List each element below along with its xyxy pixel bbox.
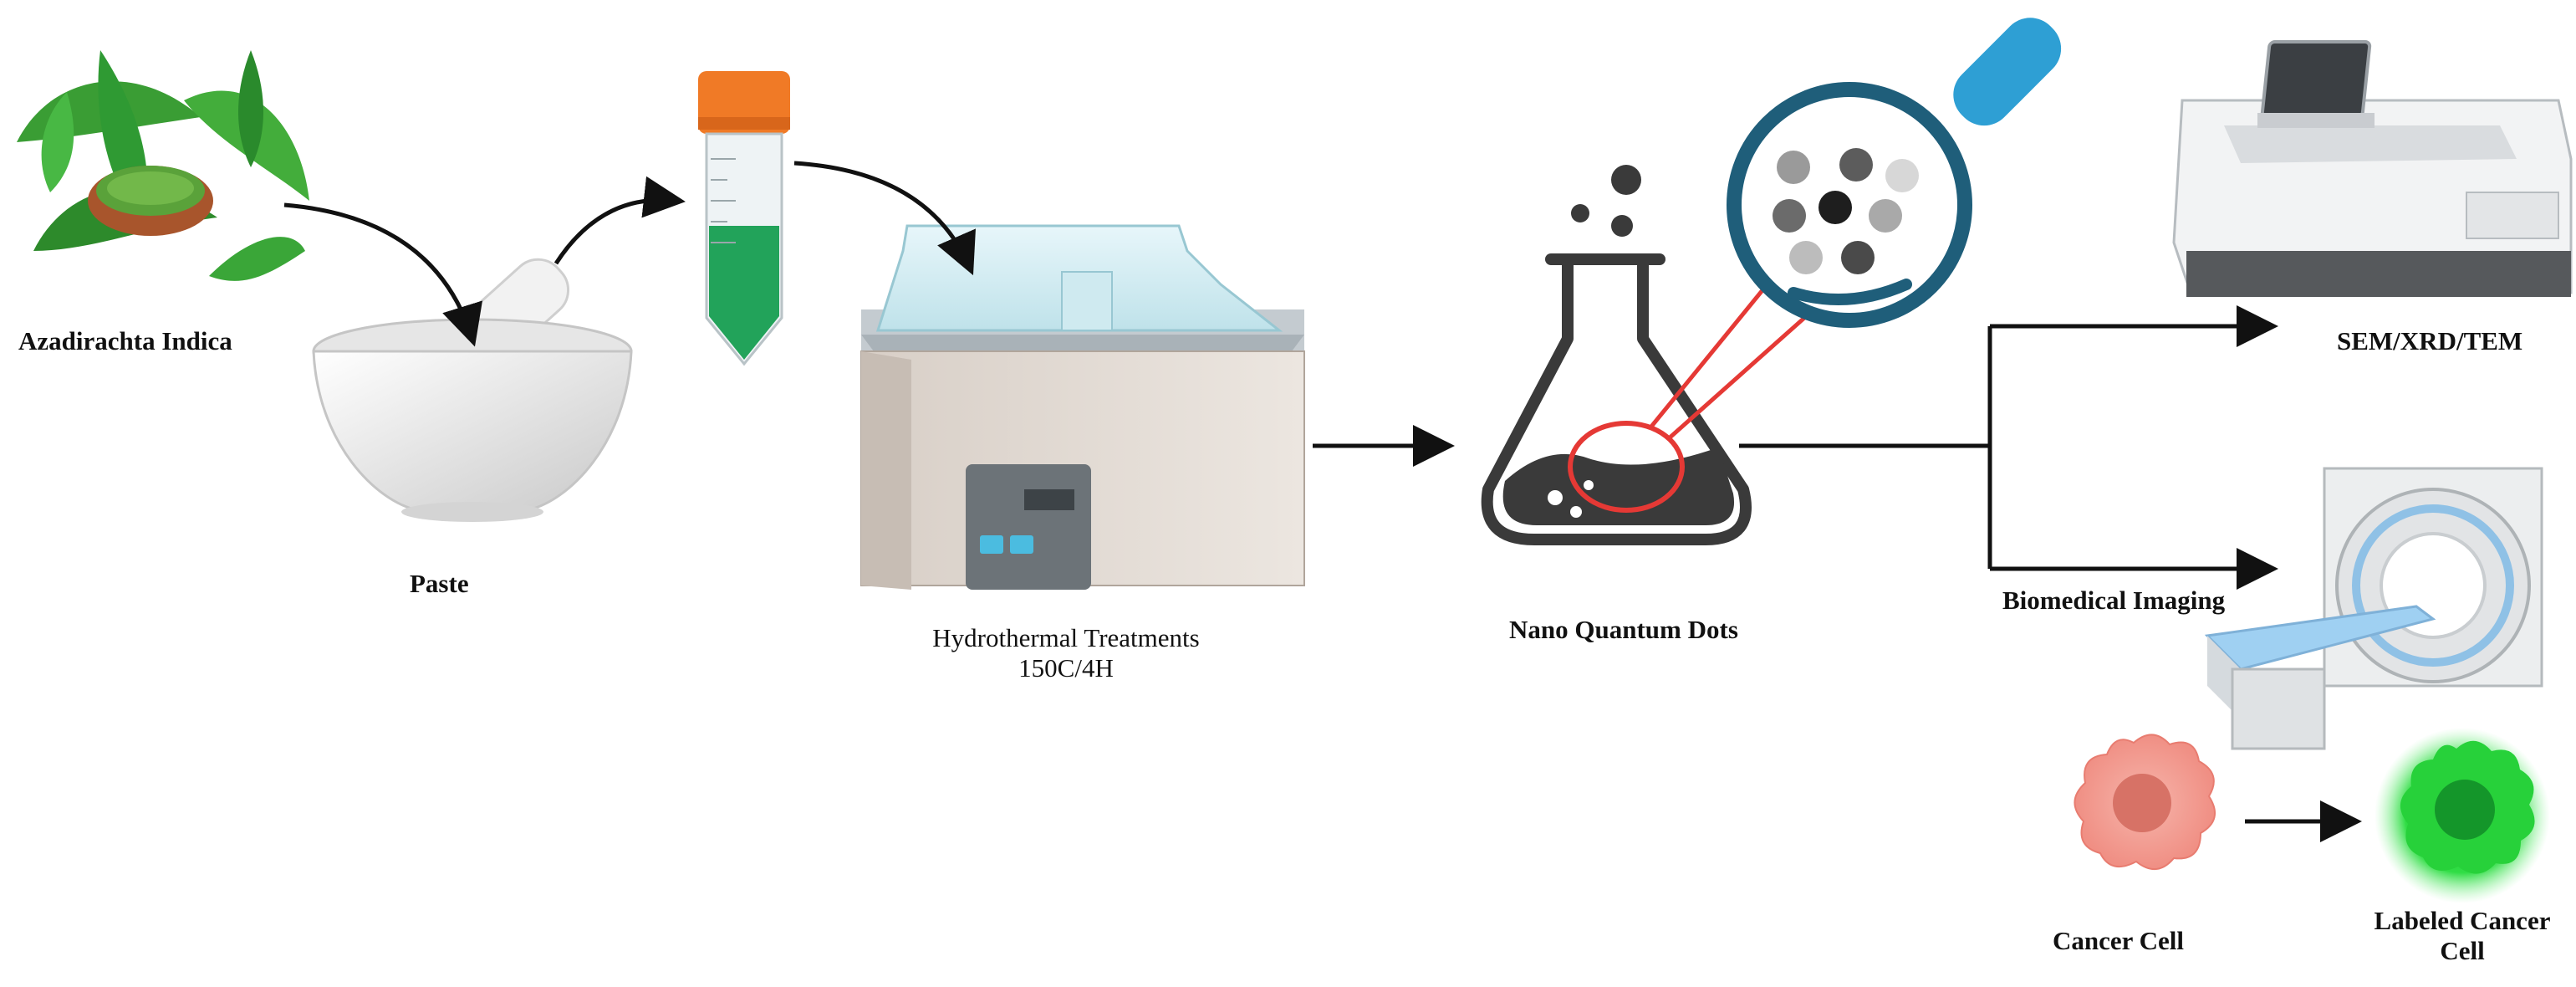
sem-instrument-icon (2172, 40, 2573, 297)
cancer-cell-icon (2074, 734, 2216, 870)
arrow-tube-to-bath (793, 161, 976, 276)
label-azadirachta-indica: Azadirachta Indica (18, 326, 232, 355)
mri-scanner-icon (2204, 467, 2543, 750)
label-labeled-line1: Labeled Cancer (2374, 906, 2551, 935)
centrifuge-tube-icon (698, 71, 790, 366)
magnifier-icon (1727, 18, 2062, 328)
label-hydrothermal-line2: 150C/4H (1018, 652, 1114, 683)
arrow-neem-to-paste (283, 202, 482, 347)
label-labeled-line2: Cell (2440, 935, 2485, 965)
mortar-pestle-icon (312, 258, 633, 522)
neem-leaves-icon (17, 50, 309, 281)
arrow-paste-to-tube (553, 176, 686, 265)
flow-arrows (283, 161, 2362, 842)
label-hydrothermal-line1: Hydrothermal Treatments (932, 623, 1200, 652)
water-bath-icon (860, 224, 1305, 590)
label-labeled-cancer-cell: Labeled Cancer Cell (2337, 906, 2576, 965)
erlenmeyer-flask-icon (1481, 165, 1752, 545)
labeled-cancer-cell-icon (2375, 728, 2550, 903)
label-biomedical-imaging: Biomedical Imaging (2002, 586, 2226, 615)
label-paste: Paste (410, 569, 469, 598)
label-cancer-cell: Cancer Cell (2053, 926, 2184, 955)
label-sem-xrd-tem: SEM/XRD/TEM (2337, 326, 2523, 355)
quantum-dots (1773, 148, 1919, 274)
label-hydrothermal: Hydrothermal Treatments 150C/4H (899, 623, 1233, 683)
label-nano-quantum-dots: Nano Quantum Dots (1509, 615, 1738, 644)
